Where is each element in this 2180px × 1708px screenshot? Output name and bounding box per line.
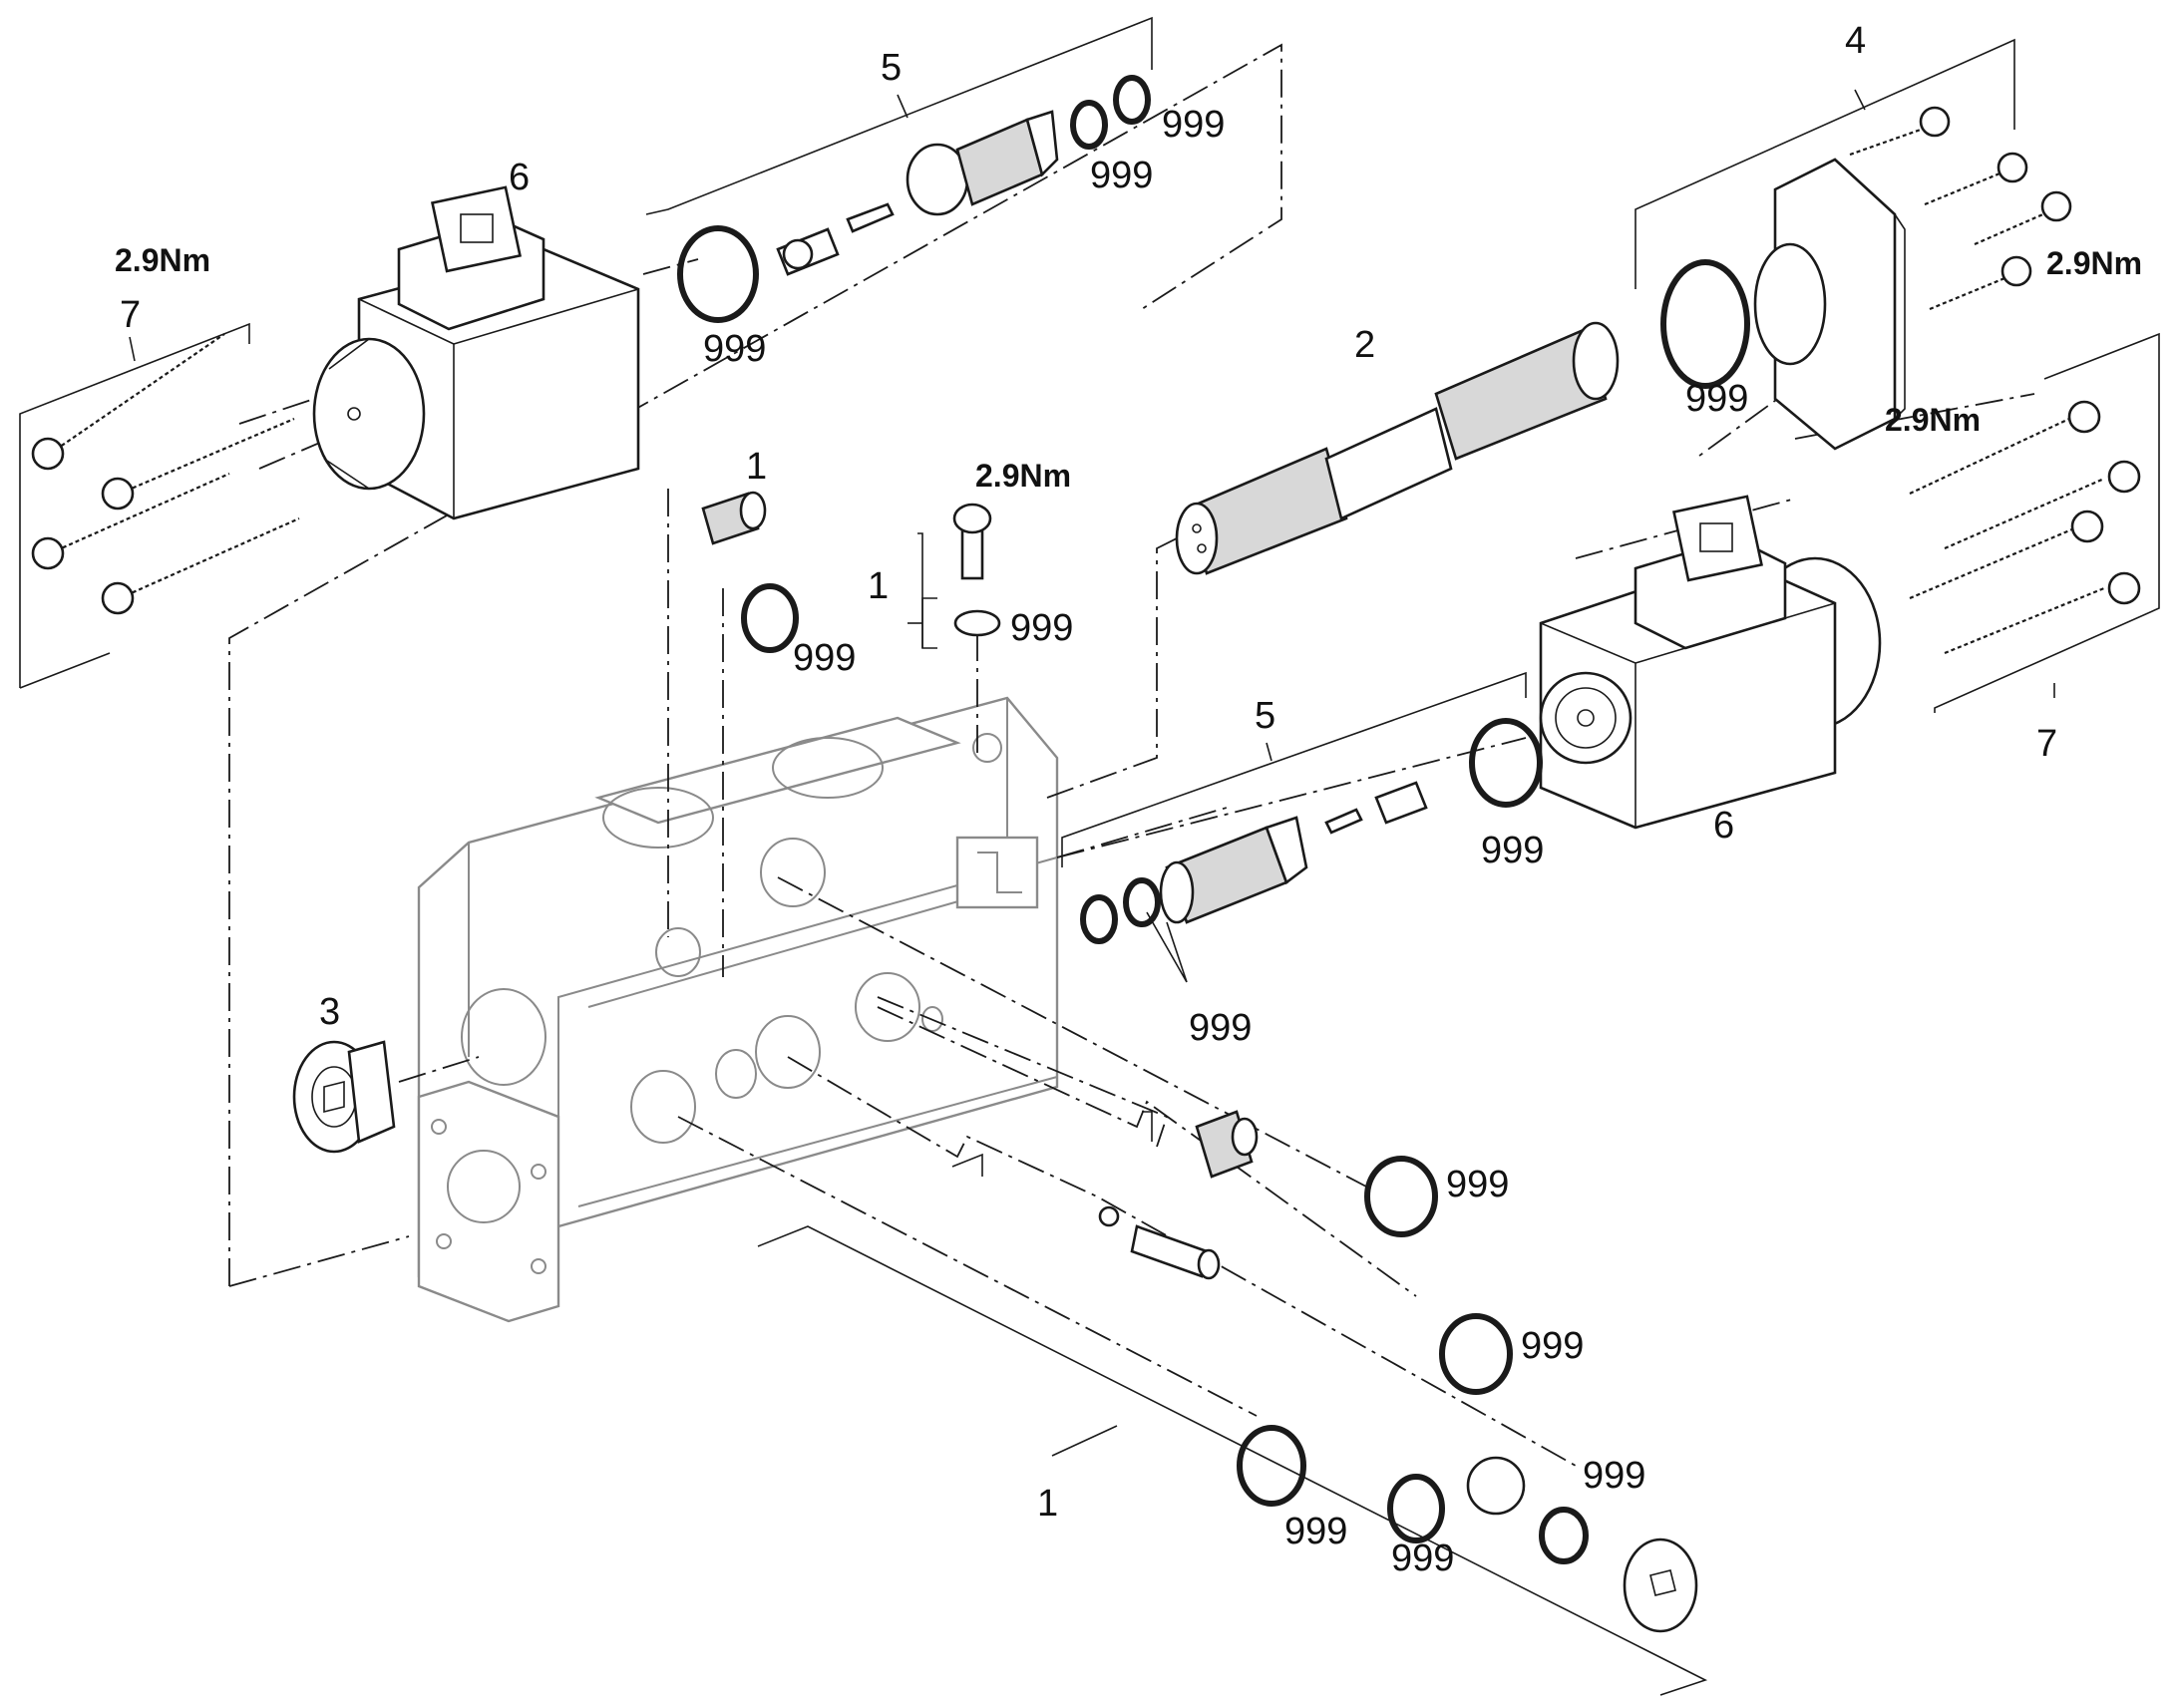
- flange-cover-4: [1660, 158, 1906, 451]
- label-999-g: 999: [1481, 830, 1544, 871]
- label-999-e: 999: [793, 637, 856, 679]
- label-999-h: 999: [1189, 1007, 1252, 1049]
- label-2: 2: [1354, 324, 1375, 366]
- solenoid-coil-left: [312, 185, 640, 520]
- label-3: 3: [319, 991, 340, 1033]
- label-7-left: 7: [120, 294, 141, 336]
- valve-cartridge-right: [1080, 718, 1543, 944]
- label-999-a: 999: [1162, 104, 1225, 146]
- label-999-l: 999: [1284, 1511, 1347, 1552]
- label-1-bottom: 1: [1037, 1483, 1058, 1525]
- label-7-right: 7: [2036, 723, 2057, 765]
- torque-flange: 2.9Nm: [2046, 245, 2142, 281]
- valve-spool-2: [1175, 321, 1620, 575]
- torque-center: 2.9Nm: [975, 458, 1071, 494]
- screws-right: [1909, 400, 2141, 655]
- screws-left: [31, 333, 300, 615]
- label-1-center: 1: [868, 565, 889, 607]
- valve-cartridge-top: [677, 75, 1151, 323]
- label-999-j: 999: [1521, 1325, 1584, 1367]
- label-999-f: 999: [1010, 607, 1073, 649]
- label-6-right: 6: [1713, 805, 1734, 847]
- label-1-top: 1: [746, 446, 767, 488]
- label-999-d: 999: [1685, 378, 1748, 420]
- label-999-c: 999: [703, 328, 766, 370]
- label-999-k: 999: [1583, 1455, 1645, 1497]
- solenoid-coil-right: [1539, 495, 1882, 830]
- label-5-top: 5: [881, 47, 902, 89]
- label-5-mid: 5: [1255, 695, 1275, 737]
- small-parts: [292, 491, 1698, 1633]
- torque-left: 2.9Nm: [115, 242, 210, 278]
- label-6-left: 6: [509, 157, 530, 198]
- screws-flange: [1849, 106, 2072, 311]
- label-999-b: 999: [1090, 155, 1153, 196]
- valve-housing: [417, 696, 1059, 1323]
- part-labels: 5 999 999 999 6 2.9Nm 7 4 2.9Nm 999 2 2.…: [115, 20, 2142, 1579]
- callout-brackets: [19, 16, 2160, 1696]
- label-999-i: 999: [1446, 1164, 1509, 1205]
- torque-right: 2.9Nm: [1885, 402, 1981, 438]
- label-999-m: 999: [1391, 1537, 1454, 1579]
- label-4: 4: [1845, 20, 1866, 62]
